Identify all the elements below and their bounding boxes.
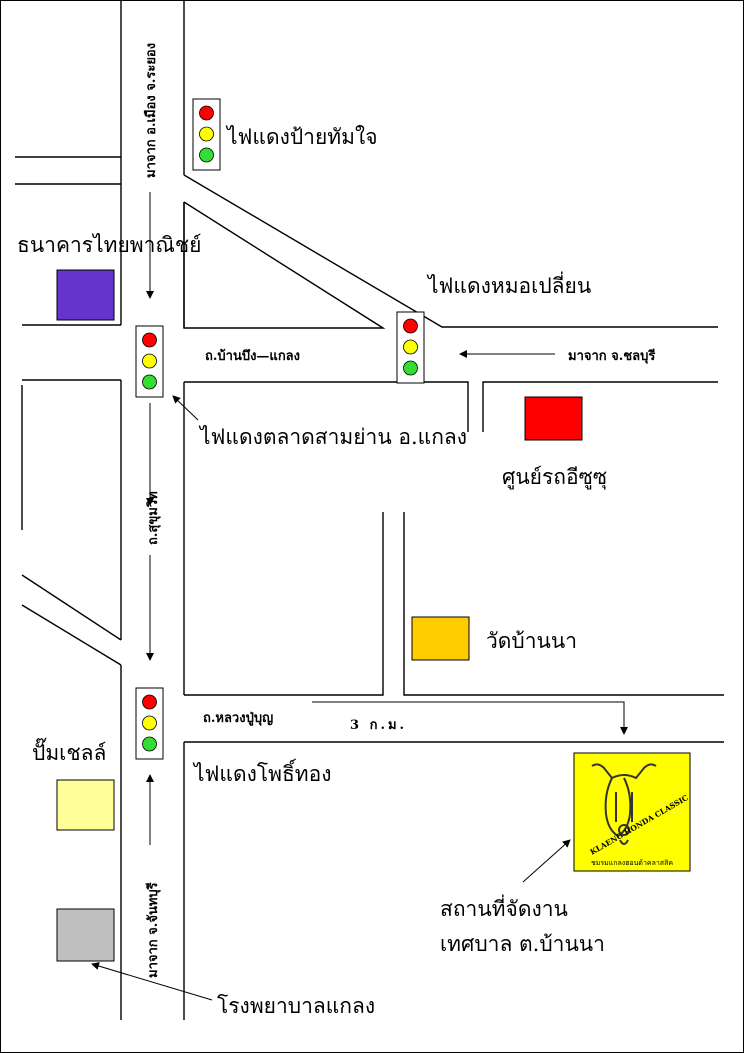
isuzu-marker: [524, 396, 583, 441]
arrow-to-samyan-signal: [172, 395, 199, 421]
hospital-marker: [56, 908, 115, 962]
label-from-rayong: มาจาก อ.เมือง จ.ระยอง: [143, 43, 159, 178]
label-venue-line1: สถานที่จัดงาน: [440, 894, 568, 921]
luangpu-upper-left: [184, 512, 384, 696]
label-hospital: โรงพยาบาลแกลง: [217, 994, 375, 1018]
label-isuzu: ศูนย์รถอีซูซุ: [502, 465, 607, 490]
label-road-banbueng: ถ.บ้านบึง—แกลง: [205, 348, 300, 364]
label-venue-line2: เทศบาล ต.บ้านนา: [440, 932, 605, 956]
logo-subtext: ชมรมแกลงฮอนด้าคลาสสิค: [591, 859, 673, 867]
label-bank: ธนาคารไทยพาณิชย์: [17, 233, 201, 257]
luangpu-upper-right: [403, 512, 724, 696]
label-signal-phothong: ไฟแดงโพธิ์ทอง: [192, 758, 332, 786]
chonburi-road-lower: [482, 381, 718, 432]
label-signal-moplien: ไฟแดงหมอเปลี่ยน: [426, 271, 591, 298]
label-sukhumvit: ถ.สุขุมวิท: [146, 491, 161, 545]
banbueng-road-lower: [184, 381, 469, 432]
traffic-signal-paitamjai: [192, 98, 221, 171]
triangle-block: [183, 201, 386, 329]
label-road-luangpu: ถ.หลวงปู่บุญ: [203, 711, 273, 726]
label-from-chanthaburi: มาจาก จ.จันทบุรี: [145, 882, 161, 978]
traffic-signal-samyan: [135, 325, 164, 398]
left-diagonal-a: [21, 574, 122, 641]
motorcycle-icon: [591, 763, 657, 845]
arrow-hospital: [91, 962, 213, 1001]
roads: [15, 0, 724, 1020]
traffic-signal-phothong: [135, 687, 164, 760]
label-wat: วัดบ้านนา: [486, 629, 577, 653]
klaeng-honda-classic-logo: KLAENG HONDA CLASSIC ชมรมแกลงฮอนด้าคลาสส…: [573, 752, 691, 872]
arrow-to-venue: [312, 701, 628, 735]
label-from-chonburi: มาจาก จ.ชลบุรี: [568, 348, 655, 364]
label-signal-paitamjai: ไฟแดงป้ายทัมใจ: [225, 125, 378, 149]
arrows: [91, 192, 628, 1001]
gas-station-marker: [56, 779, 115, 831]
wat-marker: [411, 616, 470, 661]
traffic-signal-moplien: [396, 311, 425, 384]
label-distance: 3 ก.ม.: [350, 718, 407, 733]
left-diagonal-b: [21, 604, 122, 666]
bank-marker: [56, 269, 115, 321]
label-signal-samyan: ไฟแดงตลาดสามย่าน อ.แกลง: [198, 425, 467, 449]
label-gas-station: ปั๊มเชลล์: [32, 737, 106, 765]
arrow-venue-label: [522, 839, 571, 883]
diagonal-road-upper: [183, 174, 718, 328]
